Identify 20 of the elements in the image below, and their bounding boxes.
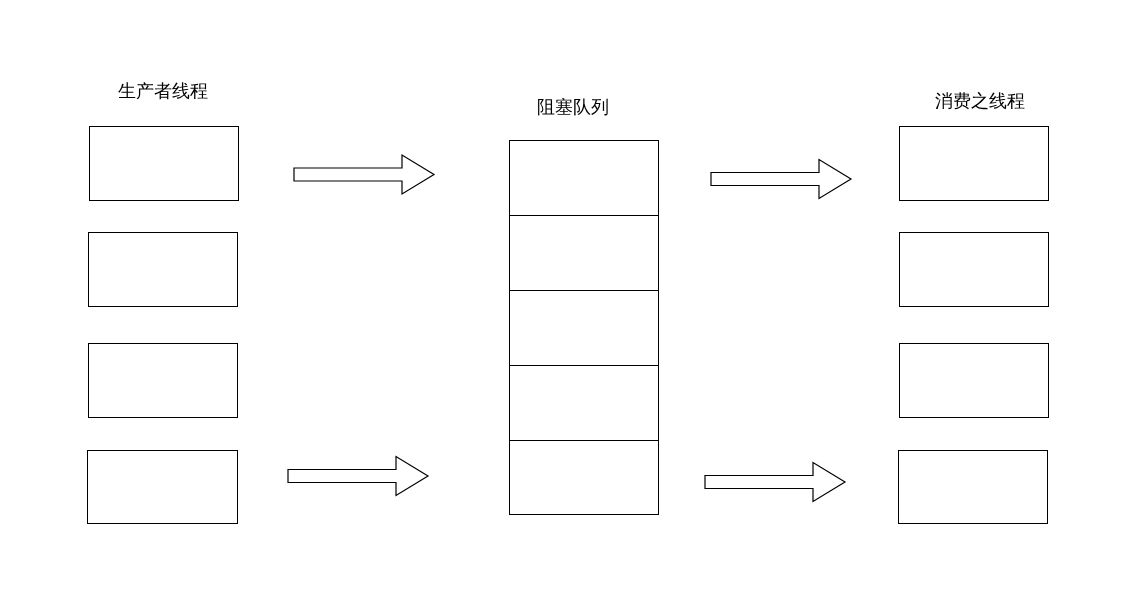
thread-box [88, 343, 238, 418]
thread-box [89, 126, 239, 201]
thread-box [899, 343, 1049, 418]
group-heading: 消费之线程 [935, 89, 1025, 113]
queue-cell [509, 365, 659, 441]
block-arrow [710, 158, 853, 200]
block-arrow [287, 455, 430, 497]
queue-cell [509, 140, 659, 216]
group-heading: 阻塞队列 [537, 95, 609, 119]
queue-cell [509, 215, 659, 291]
thread-box [899, 126, 1049, 201]
thread-box [87, 450, 238, 524]
queue-cell [509, 290, 659, 366]
block-arrow [293, 153, 436, 196]
thread-box [88, 232, 238, 307]
group-heading: 生产者线程 [118, 79, 208, 103]
block-arrow [704, 461, 847, 503]
thread-box [899, 232, 1049, 307]
queue-cell [509, 440, 659, 515]
thread-box [898, 450, 1048, 524]
